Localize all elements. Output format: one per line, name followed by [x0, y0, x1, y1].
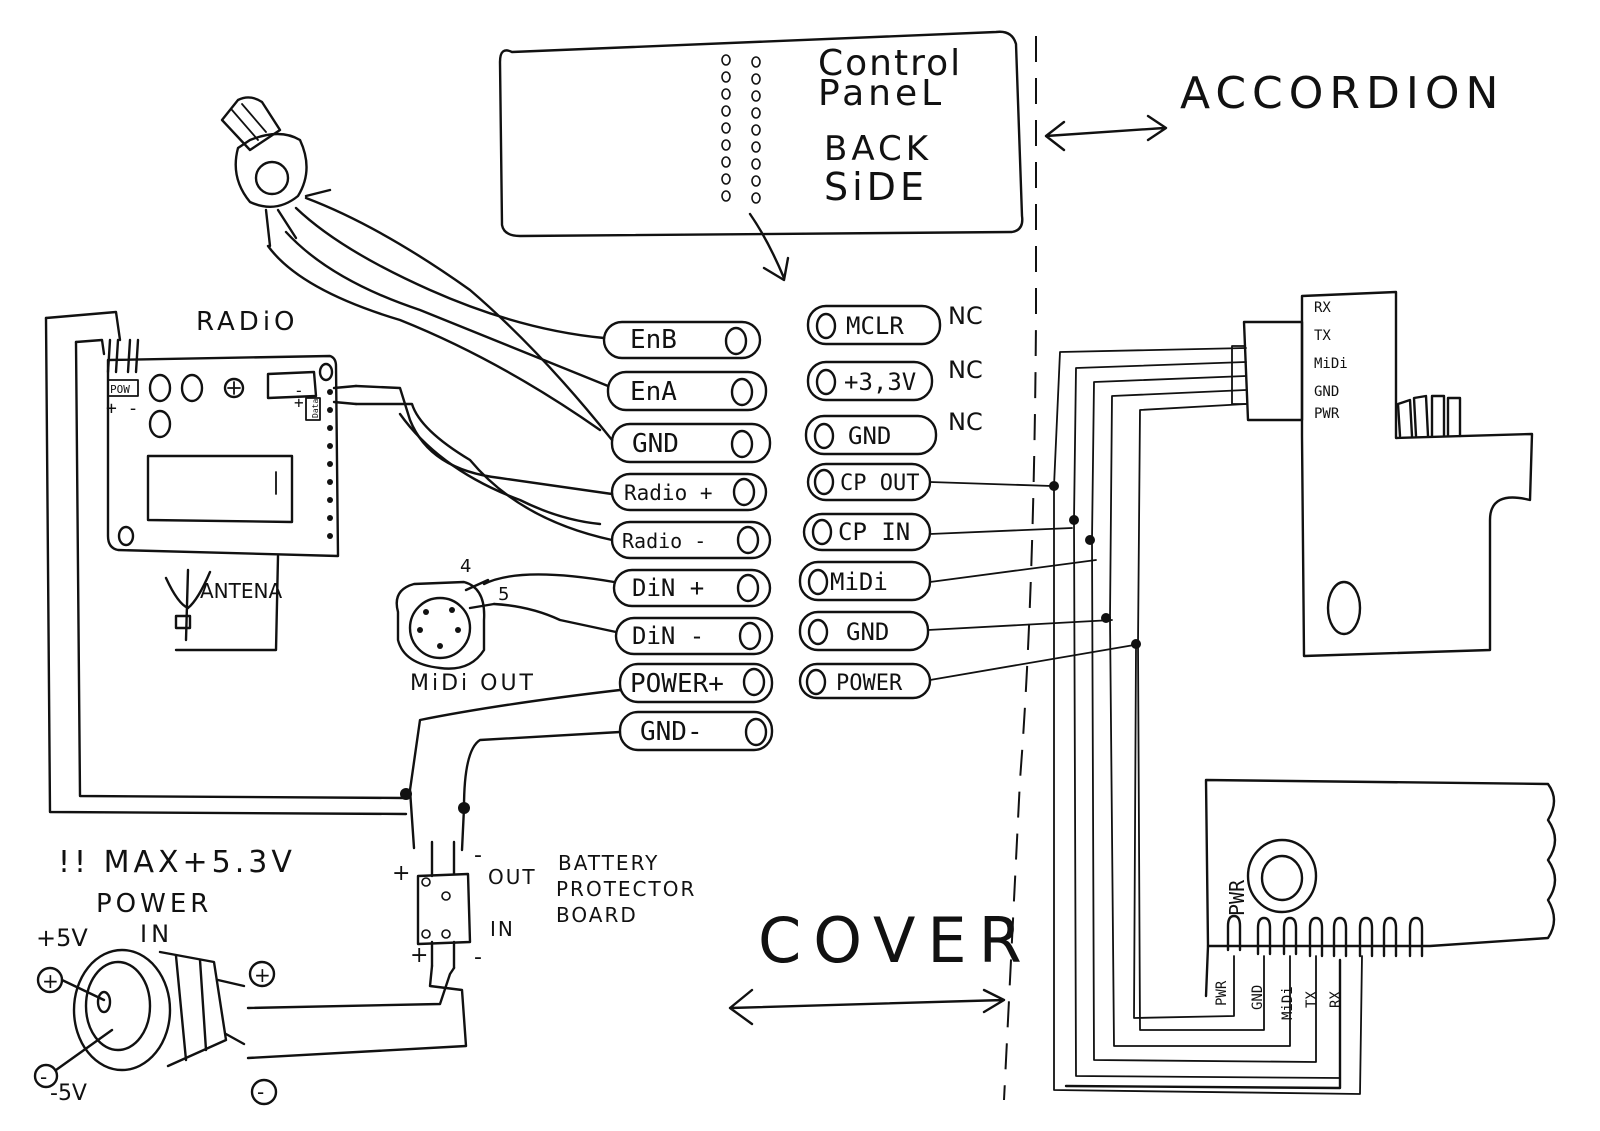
top-pin-label: TX — [1314, 328, 1331, 344]
left-terminal-label: DiN + — [632, 574, 704, 602]
midi-pin5-label: 5 — [498, 584, 509, 605]
jack-plus-symbol: + — [254, 963, 271, 987]
wires-power — [44, 310, 622, 852]
panel-label-4: SiDE — [824, 165, 928, 209]
midi-pin4-label: 4 — [460, 556, 471, 577]
battery-label-1: BATTERY — [558, 851, 659, 875]
cover-arrow — [728, 988, 1006, 1026]
power-in-sub: IN — [140, 920, 173, 948]
panel-holes — [721, 54, 761, 204]
terminal-ena — [606, 370, 768, 412]
wires-left — [266, 196, 618, 634]
nc-label: NC — [948, 302, 983, 330]
midi-din-socket: 4 5 MiDi OUT — [395, 556, 536, 696]
right-terminal-label: +3,3V — [844, 368, 916, 396]
panel-label-1: Control — [818, 43, 962, 84]
terminal-3v3 — [806, 360, 934, 402]
left-terminal-strip: EnB EnA GND Radio + Radio - DiN + DiN - … — [602, 320, 774, 752]
battery-out-minus: - — [474, 843, 482, 868]
right-terminal-label: GND — [848, 422, 891, 450]
plus-symbol: + — [42, 969, 59, 993]
wires-accordion — [927, 347, 1363, 1095]
terminal-gnd — [798, 610, 930, 652]
left-terminal-label: DiN - — [632, 622, 704, 650]
right-terminal-label: POWER — [836, 671, 903, 696]
battery-protector-board: + - + - OUT IN BATTERY PROTECTOR BOARD — [246, 840, 696, 1060]
terminal-enb — [602, 320, 762, 360]
radio-title: RADiO — [196, 307, 299, 337]
bottom-pin-label: RX — [1328, 991, 1344, 1008]
left-terminal-label: Radio - — [622, 529, 706, 553]
top-pin-label: PWR — [1314, 406, 1340, 422]
terminal-mclr — [806, 304, 942, 346]
battery-in-label: IN — [490, 917, 515, 941]
radio-plus-label: + — [294, 393, 304, 412]
midi-out-label: MiDi OUT — [410, 671, 536, 696]
battery-label-2: PROTECTOR — [556, 877, 696, 901]
potentiometer — [220, 96, 332, 248]
accordion-label: ACCORDION — [1180, 68, 1504, 119]
antenna: ANTENA — [164, 568, 282, 642]
antenna-label: ANTENA — [200, 579, 282, 603]
accordion-board-bottom: PWR PWR GND MiDi TX RX — [1064, 778, 1557, 1090]
control-panel-back: Control PaneL BACK SiDE — [498, 30, 1024, 282]
left-terminal-label: Radio + — [624, 481, 713, 505]
board-pwr-label: PWR — [1225, 879, 1249, 916]
radio-minus-label: - — [294, 381, 304, 400]
power-jack: !! MAX+5.3V POWER IN +5V -5V + - + - — [33, 845, 296, 1106]
terminal-midi — [798, 560, 932, 602]
panel-label-2: PaneL — [818, 73, 945, 114]
top-pin-label: GND — [1314, 384, 1339, 400]
terminal-din-plus — [612, 568, 772, 608]
battery-in-minus: - — [474, 945, 482, 970]
terminal-din-minus — [614, 616, 774, 656]
right-terminal-label: CP IN — [838, 518, 910, 546]
bottom-pin-label: MiDi — [1280, 986, 1296, 1020]
terminal-gnd — [610, 422, 772, 464]
battery-out-plus: + — [392, 861, 410, 886]
battery-label-3: BOARD — [556, 903, 638, 927]
power-in-title: POWER — [96, 889, 212, 919]
nc-label: NC — [948, 356, 983, 384]
minus-5v-label: -5V — [50, 1081, 87, 1106]
max-voltage-warning: !! MAX+5.3V — [58, 845, 296, 880]
plus-5v-label: +5V — [36, 924, 88, 952]
right-terminal-strip: MCLR +3,3V GND CP OUT CP IN MiDi GND POW… — [798, 302, 983, 700]
radio-pm-label: + - — [106, 398, 139, 419]
bottom-pin-label: TX — [1304, 991, 1320, 1008]
right-terminal-label: MCLR — [846, 312, 904, 340]
right-terminal-label: MiDi — [830, 568, 888, 596]
terminal-radio-plus — [610, 472, 768, 512]
divider-line — [1003, 36, 1037, 1101]
terminal-gnd-nc — [804, 414, 938, 456]
top-pin-label: RX — [1314, 300, 1331, 316]
accordion-arrow — [1044, 114, 1168, 152]
terminal-cp-in — [802, 512, 932, 552]
left-terminal-label: GND — [632, 429, 679, 459]
left-terminal-label: EnA — [630, 377, 677, 407]
panel-label-3: BACK — [824, 129, 932, 169]
minus-symbol: - — [40, 1065, 47, 1089]
radio-data-label: Data — [311, 399, 320, 418]
right-terminal-label: CP OUT — [840, 471, 919, 496]
nc-label: NC — [948, 408, 983, 436]
jack-minus-symbol: - — [257, 1080, 264, 1104]
left-terminal-label: GND- — [640, 717, 703, 747]
top-pin-label: MiDi — [1314, 356, 1348, 372]
accordion-board-top: RX TX MiDi GND PWR — [1231, 290, 1534, 658]
battery-out-label: OUT — [488, 865, 537, 889]
radio-module: RADiO POW + - + - Data — [106, 307, 358, 652]
cover-label: COVER — [758, 904, 1034, 977]
radio-pow-label: POW — [110, 383, 130, 396]
left-terminal-label: EnB — [630, 325, 677, 355]
bottom-pin-label: GND — [1250, 985, 1266, 1010]
left-terminal-label: POWER+ — [630, 669, 724, 699]
bottom-pin-label: PWR — [1214, 980, 1230, 1006]
right-terminal-label: GND — [846, 618, 889, 646]
panel-arrow — [748, 212, 790, 282]
battery-in-plus: + — [410, 943, 428, 968]
terminal-power — [798, 662, 932, 700]
terminal-power-plus — [618, 662, 774, 704]
